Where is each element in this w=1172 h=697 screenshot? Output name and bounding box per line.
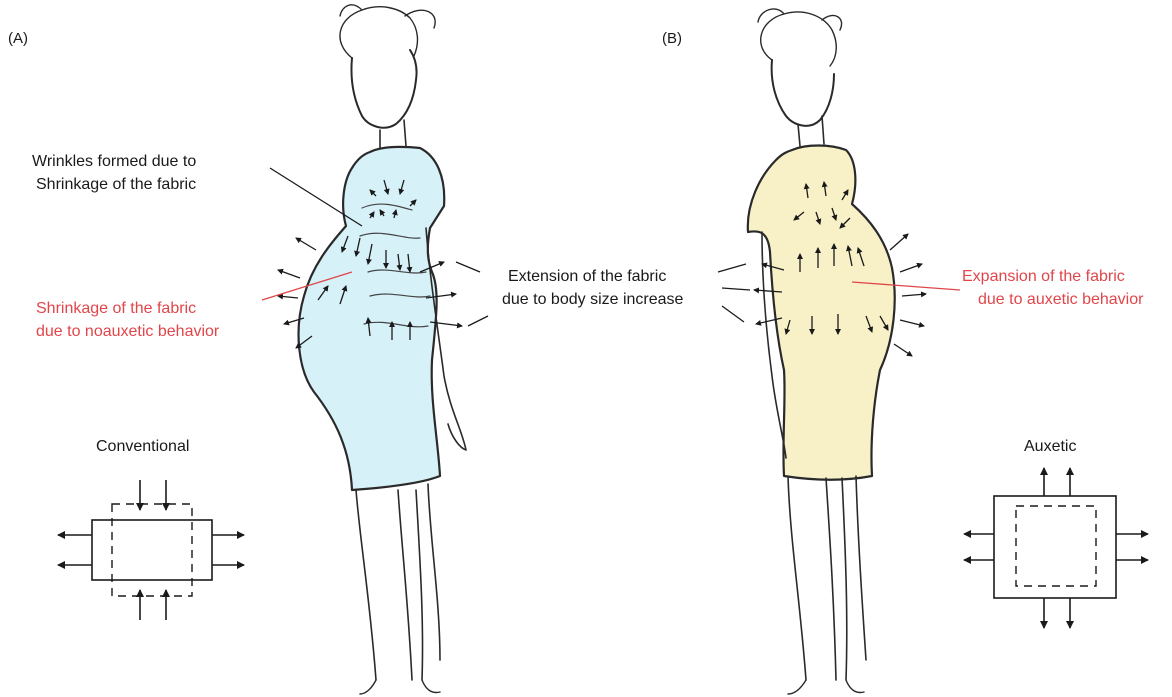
wrinkles-label-line2: Shrinkage of the fabric <box>36 174 196 195</box>
expansion-label-line2: due to auxetic behavior <box>978 289 1143 310</box>
panel-a-tag: (A) <box>8 28 28 49</box>
figure-a-neck <box>380 120 406 150</box>
conventional-label: Conventional <box>96 436 189 457</box>
wrinkles-label-line1: Wrinkles formed due to <box>32 151 196 172</box>
figure-a-feet <box>360 680 440 694</box>
figure-a <box>299 5 466 694</box>
figure-a-dress <box>299 147 445 490</box>
figure-b-dress <box>748 146 895 480</box>
conventional-solid-box <box>92 520 212 580</box>
extension-label-line1: Extension of the fabric <box>508 266 666 287</box>
panel-b-tag: (B) <box>662 28 682 49</box>
figure-b-head <box>772 60 834 126</box>
figure-b <box>748 9 895 694</box>
figure-b-feet <box>788 680 864 694</box>
auxetic-schematic <box>964 468 1148 628</box>
figure-a-legs <box>356 484 440 680</box>
auxetic-solid-box <box>994 496 1116 598</box>
figure-b-hair <box>758 9 842 66</box>
figure-a-hair <box>340 5 435 58</box>
shrinkage-label-line2: due to noauxetic behavior <box>36 321 219 342</box>
shrinkage-label-line1: Shrinkage of the fabric <box>36 298 196 319</box>
expansion-label-line1: Expansion of the fabric <box>962 266 1125 287</box>
extension-label-line2: due to body size increase <box>502 289 683 310</box>
figure-a-head <box>351 50 416 128</box>
auxetic-label: Auxetic <box>1024 436 1076 457</box>
conventional-schematic <box>58 480 244 620</box>
figure-b-legs <box>788 476 866 680</box>
